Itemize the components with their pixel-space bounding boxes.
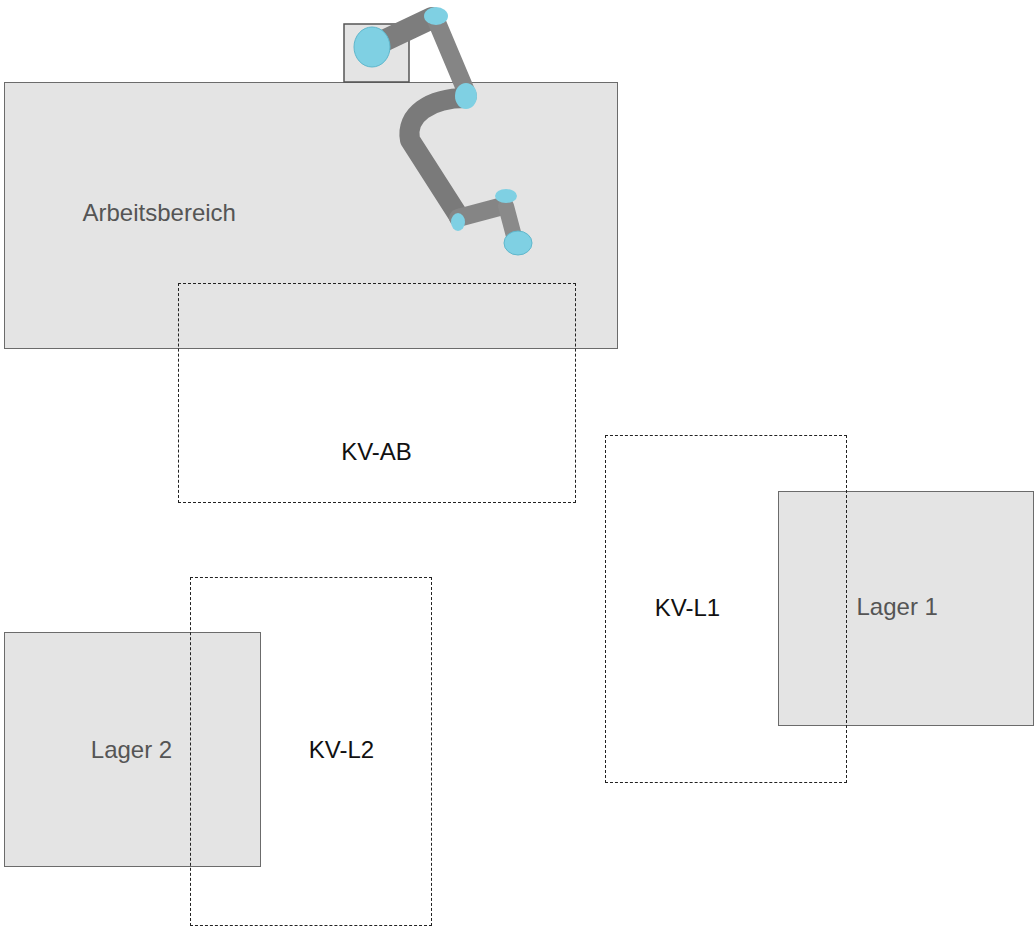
- area-label: KV-AB: [341, 438, 412, 466]
- area-label: KV-L1: [655, 594, 720, 622]
- storage-area: Lager 1: [778, 491, 1034, 726]
- area-label: Arbeitsbereich: [83, 199, 236, 227]
- work-area: Arbeitsbereich: [4, 82, 618, 349]
- collision-zone: KV-L1: [605, 435, 847, 783]
- collision-zone: KV-L2: [190, 577, 432, 926]
- area-label: Lager 1: [857, 593, 938, 621]
- storage-area: Lager 2: [4, 632, 261, 867]
- area-label: Lager 2: [91, 736, 172, 764]
- area-label: KV-L2: [309, 736, 374, 764]
- collision-zone: KV-AB: [178, 283, 576, 503]
